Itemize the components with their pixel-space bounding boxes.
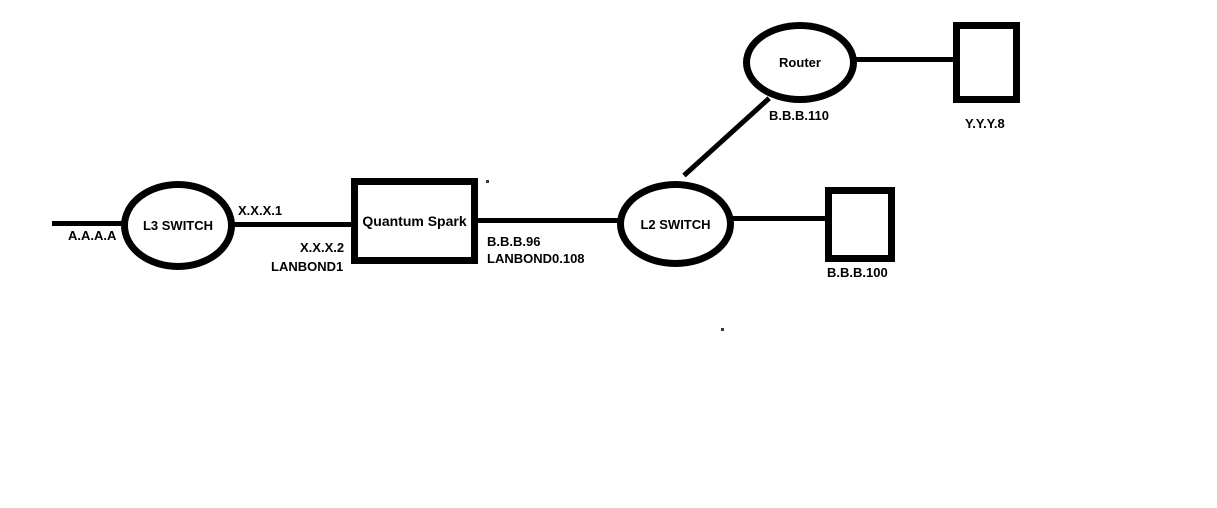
edge-quantumspark-to-l2switch — [474, 218, 624, 223]
label-b-110: B.B.B.110 — [769, 108, 829, 123]
edge-wan-to-l3switch — [52, 221, 128, 226]
node-endpoint-b — [825, 187, 895, 262]
edge-l3switch-to-quantumspark — [228, 222, 355, 227]
node-quantum-spark-label: Quantum Spark — [362, 213, 467, 229]
label-x-1: X.X.X.1 — [238, 203, 283, 218]
node-l3-switch: L3 SWITCH — [121, 181, 235, 270]
label-lanbond0-108: LANBOND0.108 — [487, 251, 585, 266]
node-endpoint-y — [953, 22, 1020, 103]
label-b-100: B.B.B.100 — [827, 265, 888, 280]
node-quantum-spark: Quantum Spark — [351, 178, 478, 264]
label-b-96: B.B.B.96 — [487, 234, 541, 249]
stray-dot-bottom — [721, 328, 724, 331]
node-router: Router — [743, 22, 857, 103]
edge-l2switch-to-endpoint-b — [730, 216, 836, 221]
stray-dot-top — [486, 180, 489, 183]
label-x-2: X.X.X.2 — [300, 240, 345, 255]
label-y-8: Y.Y.Y.8 — [965, 116, 1005, 131]
node-l2-switch: L2 SWITCH — [617, 181, 734, 267]
label-lanbond1: LANBOND1 — [271, 259, 344, 274]
edge-router-to-endpoint-y — [853, 57, 960, 62]
node-l3-switch-label: L3 SWITCH — [142, 218, 214, 233]
edge-l2switch-to-router — [682, 96, 771, 178]
label-wan-a: A.A.A.A — [68, 228, 117, 243]
node-router-label: Router — [779, 55, 821, 70]
node-l2-switch-label: L2 SWITCH — [640, 216, 711, 232]
